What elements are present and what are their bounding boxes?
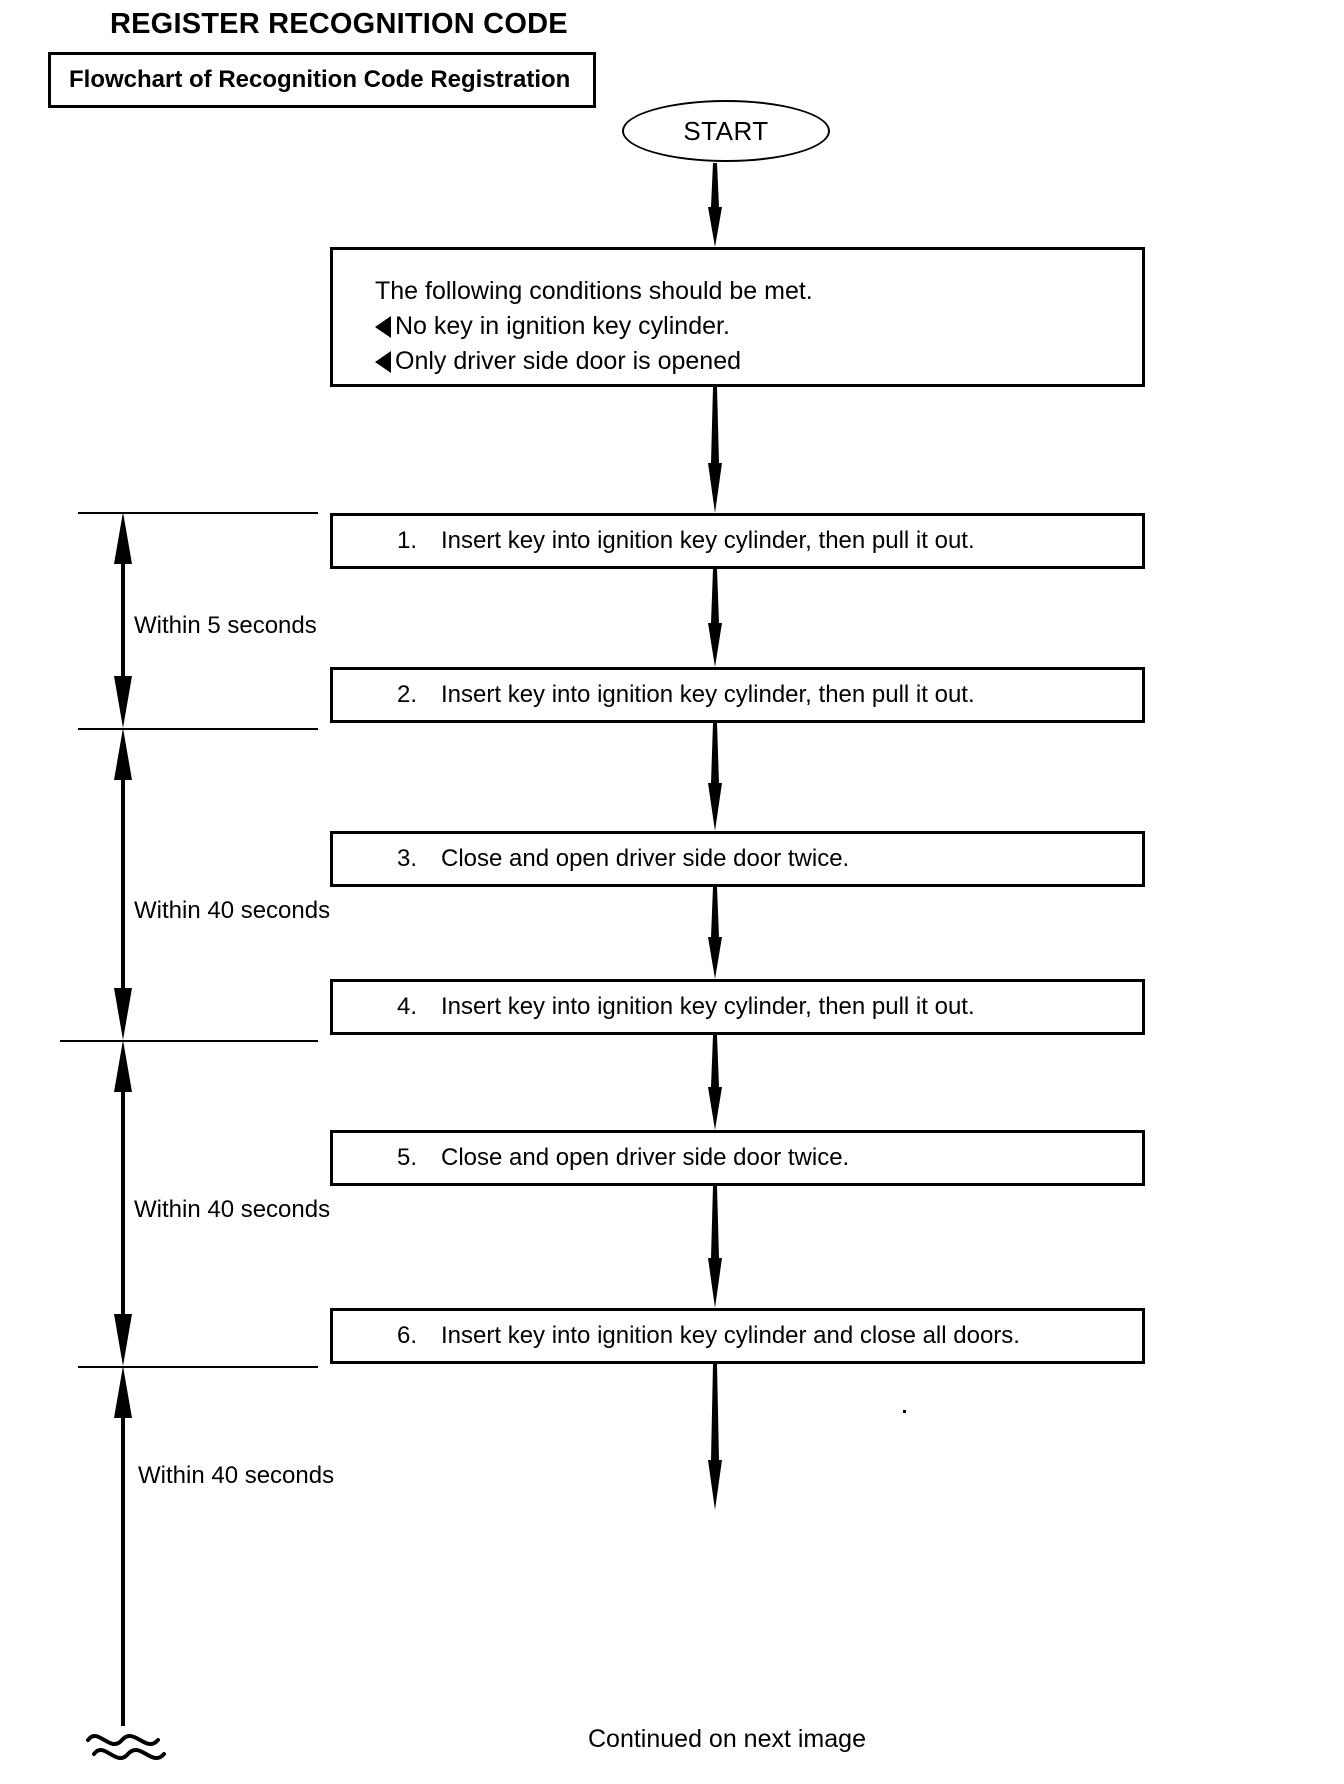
step-number-4: 4. xyxy=(396,993,417,1020)
left-triangle-bullet-icon xyxy=(375,351,391,373)
step-number-1: 1. xyxy=(396,527,417,554)
step-text-4: Insert key into ignition key cylinder, t… xyxy=(441,993,975,1020)
step-number-2: 2. xyxy=(396,681,417,708)
step-box-2: 2. Insert key into ignition key cylinder… xyxy=(330,667,1145,723)
step-text-2: Insert key into ignition key cylinder, t… xyxy=(441,681,975,708)
step-number-5: 5. xyxy=(396,1144,417,1171)
step-text-3: Close and open driver side door twice. xyxy=(441,845,850,872)
wavy-break-icon xyxy=(84,1724,174,1768)
timing-label-4: Within 40 seconds xyxy=(138,1462,335,1489)
print-speck xyxy=(903,1410,906,1413)
flow-arrow-step3-to-step4 xyxy=(703,887,727,979)
step-number-3: 3. xyxy=(396,845,417,872)
timing-tick-2 xyxy=(78,728,318,730)
step-box-4: 4. Insert key into ignition key cylinder… xyxy=(330,979,1145,1035)
timing-label-3: Within 40 seconds xyxy=(134,1196,331,1223)
flow-arrow-start-to-conditions xyxy=(703,163,727,247)
flow-arrow-step6-to-continuation xyxy=(703,1364,727,1510)
step-text-5: Close and open driver side door twice. xyxy=(441,1144,850,1171)
start-label: START xyxy=(683,115,769,146)
flow-arrow-step2-to-step3 xyxy=(703,723,727,831)
left-triangle-bullet-icon xyxy=(375,316,391,338)
conditions-heading: The following conditions should be met. xyxy=(375,277,813,305)
flow-arrow-step4-to-step5 xyxy=(703,1035,727,1130)
flow-arrow-step5-to-step6 xyxy=(703,1186,727,1308)
subtitle-text: Flowchart of Recognition Code Registrati… xyxy=(69,66,571,93)
timing-label-1: Within 5 seconds xyxy=(134,612,317,639)
step-text-6: Insert key into ignition key cylinder an… xyxy=(441,1322,1020,1349)
flow-arrow-step1-to-step2 xyxy=(703,569,727,667)
start-node: START xyxy=(622,100,830,162)
step-box-5: 5. Close and open driver side door twice… xyxy=(330,1130,1145,1186)
timing-bracket-1 xyxy=(110,512,136,728)
condition-bullet-1-text: No key in ignition key cylinder. xyxy=(395,312,730,340)
timing-tick-4 xyxy=(78,1366,318,1368)
step-box-6: 6. Insert key into ignition key cylinder… xyxy=(330,1308,1145,1364)
step-text-1: Insert key into ignition key cylinder, t… xyxy=(441,527,975,554)
condition-bullet-2-text: Only driver side door is opened xyxy=(395,347,742,375)
timing-bracket-3 xyxy=(110,1040,136,1366)
step-number-6: 6. xyxy=(396,1322,417,1349)
timing-tick-1 xyxy=(78,512,318,514)
timing-bracket-4 xyxy=(110,1366,136,1726)
timing-bracket-2 xyxy=(110,728,136,1040)
conditions-box: The following conditions should be met. … xyxy=(330,247,1145,387)
timing-tick-3 xyxy=(60,1040,318,1042)
page-title: REGISTER RECOGNITION CODE xyxy=(110,8,568,40)
timing-label-2: Within 40 seconds xyxy=(134,897,331,924)
step-box-1: 1. Insert key into ignition key cylinder… xyxy=(330,513,1145,569)
continuation-note: Continued on next image xyxy=(588,1725,866,1753)
condition-bullet-2: Only driver side door is opened xyxy=(375,344,1142,379)
flow-arrow-conditions-to-step1 xyxy=(703,387,727,513)
subtitle-box: Flowchart of Recognition Code Registrati… xyxy=(48,52,596,108)
step-box-3: 3. Close and open driver side door twice… xyxy=(330,831,1145,887)
condition-bullet-1: No key in ignition key cylinder. xyxy=(375,309,1142,344)
